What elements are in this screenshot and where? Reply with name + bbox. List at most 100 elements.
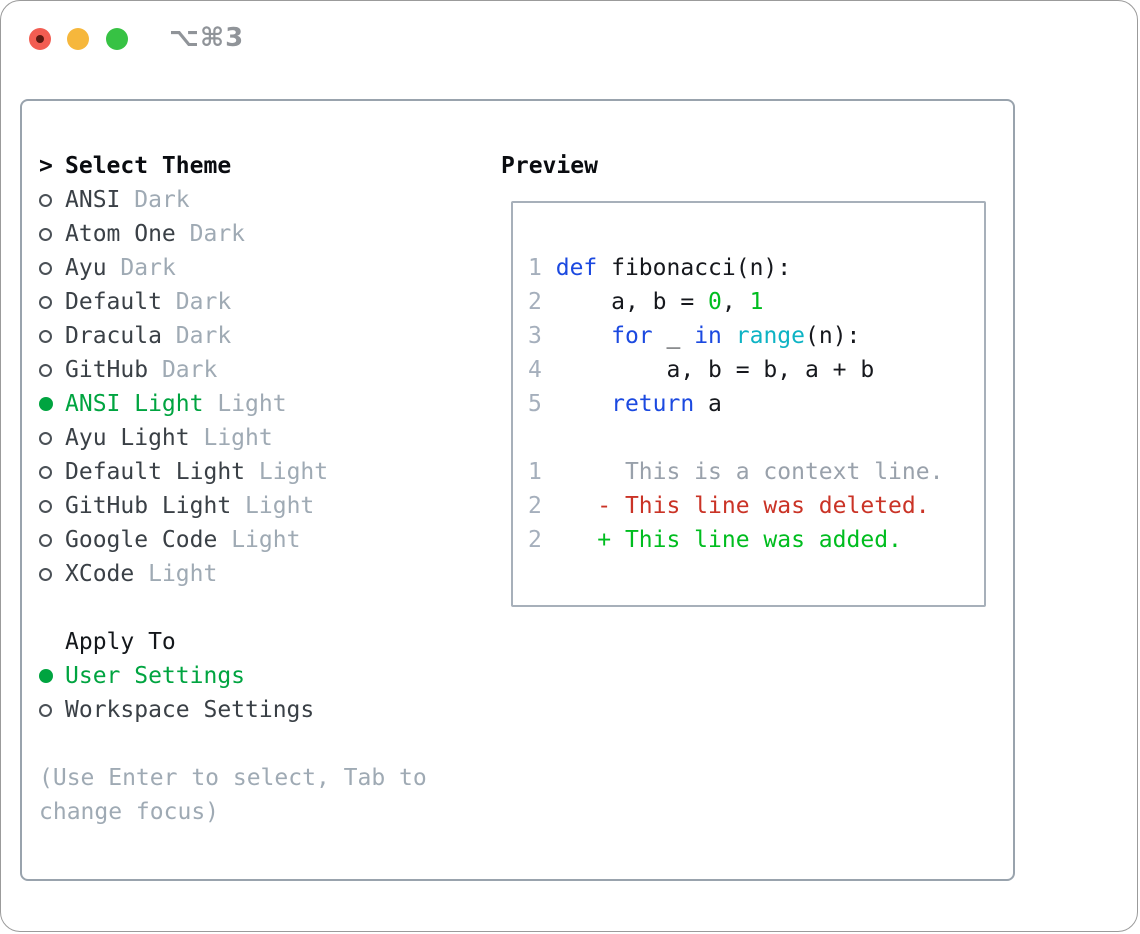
radio-icon: [39, 363, 52, 377]
radio-slot: [39, 533, 65, 547]
code-segment: This is a context line.: [541, 459, 944, 485]
window-title: ⌥⌘3: [169, 23, 245, 53]
theme-variant-tag: Light: [217, 391, 287, 417]
theme-variant-tag: Dark: [161, 357, 218, 383]
line-number: 4: [528, 357, 542, 383]
theme-name: Ayu: [65, 255, 107, 281]
theme-option-ansi-light[interactable]: ANSI Light Light: [39, 387, 328, 421]
theme-name: GitHub: [65, 357, 149, 383]
line-number: 2: [528, 527, 542, 553]
code-line: 1 def fibonacci(n):: [528, 251, 943, 285]
spacer: [176, 221, 190, 247]
code-segment: [542, 323, 611, 349]
radio-slot: [39, 567, 65, 581]
apply-option-user-settings[interactable]: User Settings: [39, 659, 314, 693]
radio-slot: [39, 397, 65, 411]
theme-option-dracula[interactable]: Dracula Dark: [39, 319, 328, 353]
line-number: 2: [528, 493, 542, 519]
theme-name: GitHub Light: [65, 493, 232, 519]
radio-slot: [39, 431, 65, 445]
theme-option-ayu-light[interactable]: Ayu Light Light: [39, 421, 328, 455]
spacer: [120, 187, 134, 213]
radio-selected-icon: [39, 397, 53, 411]
line-number: 1: [528, 255, 542, 281]
theme-name: ANSI: [65, 187, 121, 213]
spacer: [148, 357, 162, 383]
code-line: 2 + This line was added.: [528, 523, 943, 557]
code-segment: def: [555, 255, 598, 281]
theme-name: Default: [65, 289, 162, 315]
theme-name: Google Code: [65, 527, 218, 553]
code-segment: [542, 391, 611, 417]
radio-icon: [39, 329, 52, 343]
code-line: 5 return a: [528, 387, 943, 421]
radio-icon: [39, 703, 52, 717]
theme-option-default[interactable]: Default Dark: [39, 285, 328, 319]
keyboard-hint: (Use Enter to select, Tab to change focu…: [39, 761, 427, 829]
code-segment: range: [735, 323, 806, 349]
theme-variant-tag: Light: [245, 493, 315, 519]
code-segment: a, b = b, a + b: [541, 357, 875, 383]
apply-option-label: Workspace Settings: [65, 697, 315, 723]
theme-option-ansi[interactable]: ANSI Dark: [39, 183, 328, 217]
theme-option-xcode[interactable]: XCode Light: [39, 557, 328, 591]
radio-icon: [39, 193, 52, 207]
radio-slot: [39, 193, 65, 207]
code-line: 2 a, b = 0, 1: [528, 285, 943, 319]
theme-name: Default Light: [65, 459, 246, 485]
radio-slot: [39, 499, 65, 513]
code-segment: a, b =: [541, 289, 709, 315]
minimize-button-icon[interactable]: [67, 28, 89, 50]
code-segment: [722, 323, 736, 349]
theme-variant-tag: Dark: [134, 187, 190, 213]
code-segment: a: [694, 391, 722, 417]
theme-option-github-light[interactable]: GitHub Light Light: [39, 489, 328, 523]
apply-option-workspace-settings[interactable]: Workspace Settings: [39, 693, 314, 727]
theme-variant-tag: Light: [148, 561, 218, 587]
code-segment: 1: [749, 289, 764, 315]
theme-variant-tag: Dark: [175, 289, 232, 315]
hint-line-1: (Use Enter to select, Tab to: [39, 765, 427, 791]
code-line: 1 This is a context line.: [528, 455, 943, 489]
spacer: [162, 289, 176, 315]
line-number: 3: [528, 323, 542, 349]
code-segment: (n):: [805, 323, 861, 349]
code-segment: _: [652, 323, 695, 349]
title-bar: ⌥⌘3: [1, 1, 1137, 77]
theme-option-ayu[interactable]: Ayu Dark: [39, 251, 328, 285]
theme-variant-tag: Light: [258, 459, 329, 485]
code-segment: 0: [708, 289, 722, 315]
zoom-button-icon[interactable]: [106, 28, 128, 50]
theme-option-google-code[interactable]: Google Code Light: [39, 523, 328, 557]
theme-name: ANSI Light: [65, 391, 204, 417]
radio-icon: [39, 567, 52, 581]
theme-variant-tag: Light: [231, 527, 301, 553]
prompt-arrow-icon: >: [39, 153, 53, 179]
spacer: [134, 561, 148, 587]
spacer: [162, 323, 176, 349]
theme-variant-tag: Dark: [120, 255, 176, 281]
radio-slot: [39, 363, 65, 377]
theme-name: Dracula: [65, 323, 162, 349]
code-line: 4 a, b = b, a + b: [528, 353, 943, 387]
theme-variant-tag: Dark: [175, 323, 232, 349]
radio-selected-icon: [39, 669, 53, 683]
preview-heading: Preview: [501, 153, 598, 179]
apply-to-heading: Apply To: [65, 629, 176, 655]
code-line: 3 for _ in range(n):: [528, 319, 943, 353]
theme-option-github[interactable]: GitHub Dark: [39, 353, 328, 387]
theme-option-default-light[interactable]: Default Light Light: [39, 455, 328, 489]
theme-name: Ayu Light: [65, 425, 190, 451]
hint-line-2: change focus): [39, 799, 220, 825]
radio-slot: [39, 669, 65, 683]
theme-variant-tag: Light: [203, 425, 273, 451]
spacer: [217, 527, 231, 553]
code-segment: [542, 527, 597, 553]
theme-option-atom-one[interactable]: Atom One Dark: [39, 217, 328, 251]
close-button-icon[interactable]: [29, 28, 51, 50]
spacer: [245, 459, 259, 485]
